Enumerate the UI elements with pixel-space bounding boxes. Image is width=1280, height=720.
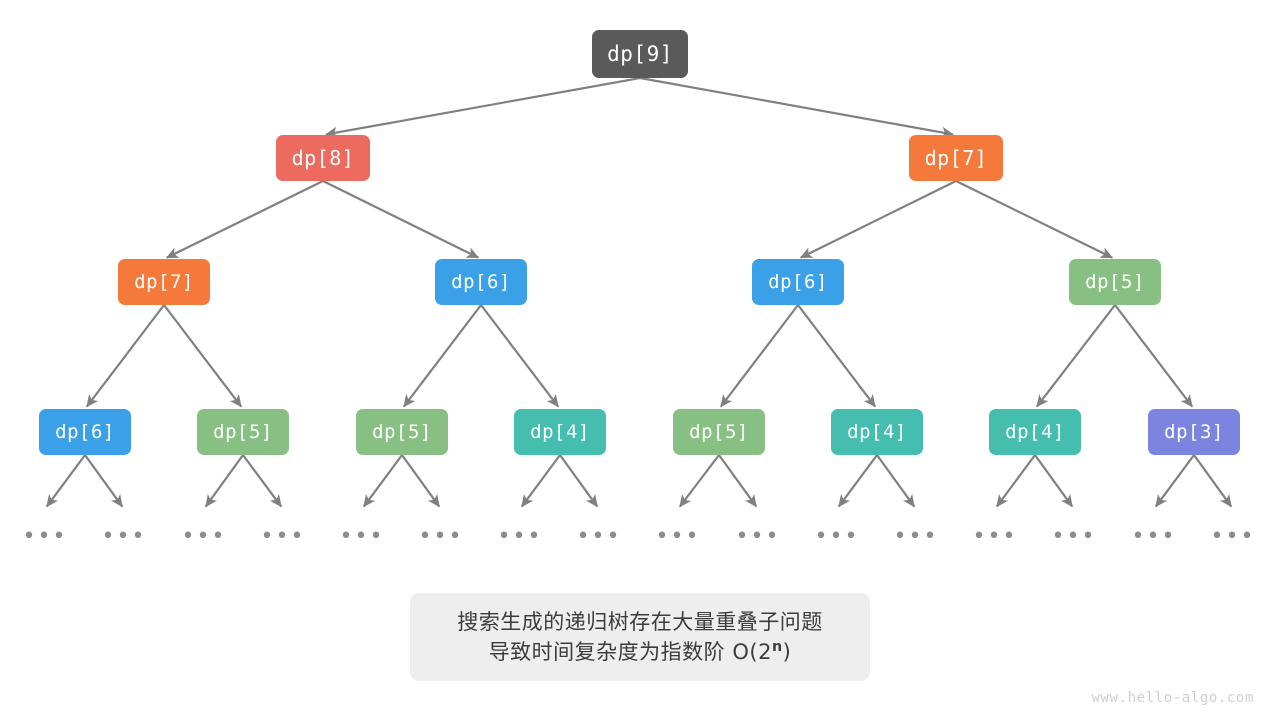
- tree-node-n14: dp[3]: [1148, 409, 1240, 455]
- caption-line-1: 搜索生成的递归树存在大量重叠子问题: [457, 609, 823, 634]
- ellipsis-marker: •••: [972, 524, 1018, 549]
- caption-line-2-prefix: 导致时间复杂度为指数阶 O(2: [488, 640, 772, 664]
- ellipsis-marker: •••: [22, 524, 68, 549]
- ellipsis-marker: •••: [735, 524, 781, 549]
- caption-box: 搜索生成的递归树存在大量重叠子问题 导致时间复杂度为指数阶 O(2n): [410, 593, 870, 681]
- leaf-edge-15: [1193, 454, 1233, 508]
- ellipsis-marker: •••: [497, 524, 543, 549]
- tree-node-label: dp[6]: [768, 271, 828, 293]
- leaf-edge-11: [876, 454, 916, 508]
- ellipsis-marker: •••: [576, 524, 622, 549]
- leaf-edge-2: [204, 454, 244, 508]
- tree-node-label: dp[3]: [1164, 421, 1224, 443]
- tree-edge-n3-n7: [85, 304, 165, 408]
- tree-node-n12: dp[4]: [831, 409, 923, 455]
- tree-edge-n1-n3: [165, 180, 324, 259]
- leaf-edge-14: [1154, 454, 1195, 508]
- leaf-edge-9: [718, 454, 758, 508]
- caption-line-2-exponent: n: [771, 639, 783, 655]
- tree-node-label: dp[5]: [213, 421, 273, 443]
- tree-node-label: dp[6]: [55, 421, 115, 443]
- ellipsis-marker: •••: [1210, 524, 1256, 549]
- tree-node-label: dp[7]: [924, 146, 988, 170]
- tree-node-n4: dp[6]: [435, 259, 527, 305]
- leaf-edge-13: [1034, 454, 1074, 508]
- tree-edge-n3-n8: [163, 304, 243, 408]
- tree-node-n11: dp[5]: [673, 409, 765, 455]
- caption-line-2-suffix: ): [782, 640, 792, 664]
- tree-node-n6: dp[5]: [1069, 259, 1161, 305]
- leaf-edge-12: [995, 454, 1036, 508]
- tree-edge-n4-n10: [480, 304, 560, 408]
- leaf-edge-8: [678, 454, 720, 508]
- tree-node-label: dp[6]: [451, 271, 511, 293]
- ellipsis-marker: •••: [181, 524, 227, 549]
- tree-node-label: dp[4]: [847, 421, 907, 443]
- tree-node-n1: dp[8]: [276, 135, 370, 181]
- tree-node-n3: dp[7]: [118, 259, 210, 305]
- tree-node-label: dp[7]: [134, 271, 194, 293]
- tree-edge-n2-n6: [955, 180, 1114, 259]
- tree-node-n0: dp[9]: [592, 30, 688, 78]
- leaf-edge-4: [362, 454, 403, 508]
- tree-edge-n6-n13: [1035, 304, 1116, 408]
- ellipsis-marker: •••: [1051, 524, 1097, 549]
- tree-edge-n1-n4: [322, 180, 480, 259]
- tree-node-label: dp[5]: [689, 421, 749, 443]
- ellipsis-marker: •••: [1131, 524, 1177, 549]
- watermark: www.hello-algo.com: [1091, 690, 1254, 706]
- tree-node-n8: dp[5]: [197, 409, 289, 455]
- leaf-edge-5: [401, 454, 441, 508]
- leaf-edge-1: [84, 454, 124, 508]
- tree-edge-n0-n2: [639, 76, 954, 139]
- tree-node-label: dp[9]: [607, 42, 673, 66]
- ellipsis-marker: •••: [655, 524, 701, 549]
- tree-edge-n0-n1: [325, 76, 641, 139]
- ellipsis-marker: •••: [101, 524, 147, 549]
- leaf-edge-7: [559, 454, 599, 508]
- tree-edge-n5-n12: [797, 304, 877, 408]
- tree-node-n10: dp[4]: [514, 409, 606, 455]
- leaf-edge-6: [520, 454, 561, 508]
- ellipsis-marker: •••: [418, 524, 464, 549]
- tree-edges: [85, 76, 1194, 408]
- tree-node-n5: dp[6]: [752, 259, 844, 305]
- tree-node-label: dp[4]: [530, 421, 590, 443]
- tree-edge-n5-n11: [719, 304, 799, 408]
- tree-edge-n6-n14: [1114, 304, 1194, 408]
- tree-edge-n4-n9: [402, 304, 482, 408]
- ellipsis-marker: •••: [814, 524, 860, 549]
- tree-node-n7: dp[6]: [39, 409, 131, 455]
- tree-node-label: dp[5]: [372, 421, 432, 443]
- tree-node-n9: dp[5]: [356, 409, 448, 455]
- leaf-edges: [45, 454, 1233, 508]
- ellipsis-marker: •••: [339, 524, 385, 549]
- leaf-edge-3: [242, 454, 283, 508]
- tree-node-n13: dp[4]: [989, 409, 1081, 455]
- tree-node-label: dp[4]: [1005, 421, 1065, 443]
- caption-line-2: 导致时间复杂度为指数阶 O(2n): [489, 637, 792, 667]
- tree-node-n2: dp[7]: [909, 135, 1003, 181]
- leaf-edge-0: [45, 454, 86, 508]
- leaf-edge-10: [837, 454, 878, 508]
- tree-node-label: dp[5]: [1085, 271, 1145, 293]
- tree-node-label: dp[8]: [291, 146, 355, 170]
- ellipsis-marker: •••: [893, 524, 939, 549]
- tree-edge-n2-n5: [799, 180, 957, 259]
- ellipsis-marker: •••: [260, 524, 306, 549]
